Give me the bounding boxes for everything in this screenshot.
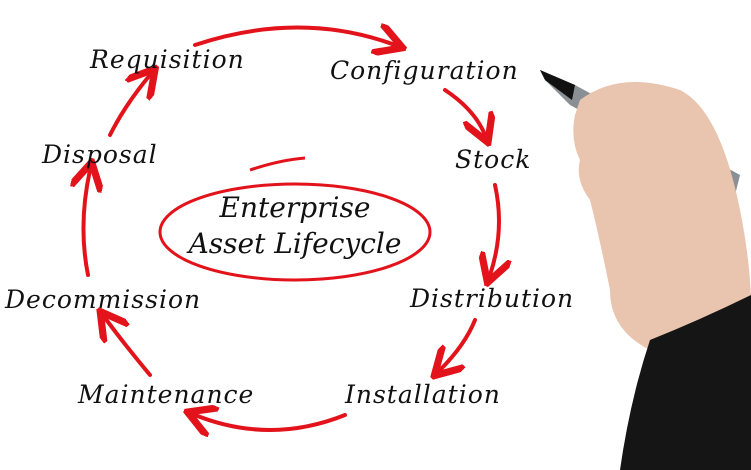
arrow-configuration-stock: [443, 88, 485, 135]
stage-decommission: Decommission: [5, 285, 202, 314]
arrow-stock-distribution: [490, 183, 499, 275]
arrow-installation-maintenance: [195, 415, 347, 430]
stage-distribution: Distribution: [410, 284, 575, 313]
hand-icon: [573, 82, 751, 350]
arrow-distribution-installation: [440, 318, 477, 370]
arrow-disposal-requisition: [108, 75, 150, 137]
sleeve-icon: [620, 295, 751, 470]
title-line-1: Enterprise: [219, 191, 371, 224]
hand-illustration: [540, 70, 751, 470]
stage-configuration: Configuration: [330, 56, 519, 85]
title-ellipse: [158, 182, 432, 282]
arrow-maintenance-decommission: [105, 318, 152, 377]
stage-requisition: Requisition: [90, 45, 245, 74]
stage-stock: Stock: [455, 145, 532, 174]
diagram-title: Enterprise Asset Lifecycle: [175, 190, 415, 262]
stage-installation: Installation: [345, 380, 501, 409]
title-underline: [249, 156, 306, 172]
arrow-decommission-disposal: [83, 170, 90, 277]
arrow-requisition-configuration: [193, 28, 395, 46]
stage-disposal: Disposal: [42, 140, 158, 169]
title-line-2: Asset Lifecycle: [188, 227, 402, 260]
stage-maintenance: Maintenance: [78, 380, 255, 409]
